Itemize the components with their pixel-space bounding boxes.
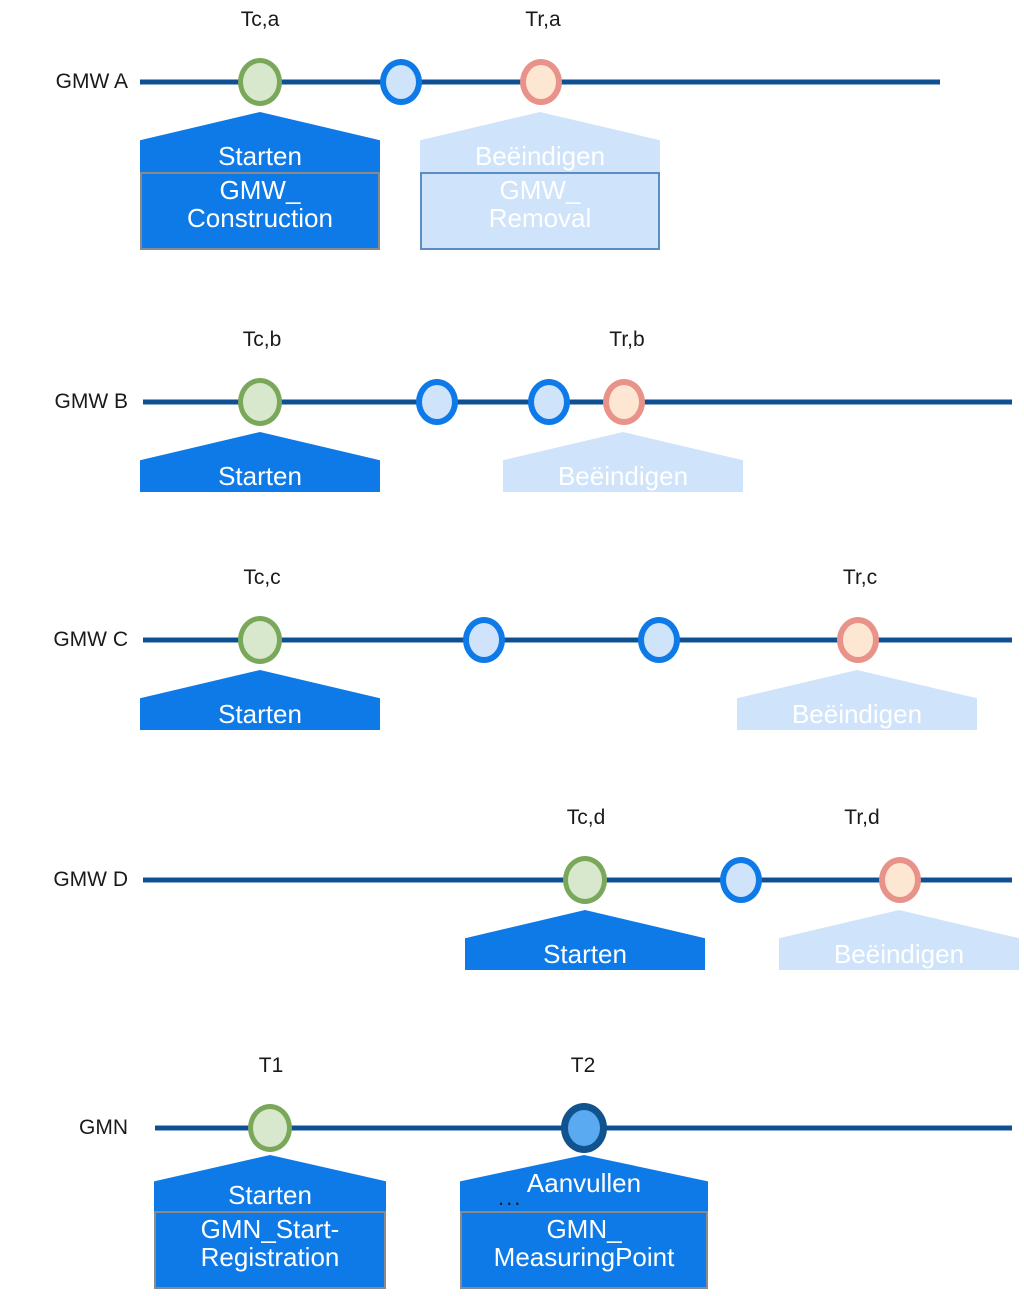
row-label-gmw-d: GMW D [53,868,128,891]
row-label-gmw-a: GMW A [55,70,128,93]
house-beeindigen-removal-gmw-a[interactable]: Beëindigen GMW_ Removal [420,112,660,250]
node-event-2-gmw-b[interactable] [528,379,570,425]
house-beeindigen-gmw-b[interactable]: Beëindigen [503,432,743,492]
node-start-gmn[interactable] [248,1104,292,1152]
house-body-label: GMN_ MeasuringPoint [460,1211,708,1289]
tick-label-tc-d: Tc,d [566,806,606,829]
house-roof-label: Beëindigen [474,140,606,171]
house-starten-construction-gmw-a[interactable]: Starten GMW_ Construction [140,112,380,250]
house-starten-gmw-d[interactable]: Starten [465,910,705,970]
house-roof-ellipsis: ... [498,1185,523,1210]
house-roof: Starten [140,432,380,492]
node-end-gmw-c[interactable] [837,617,879,663]
house-roof-label: Starten [228,1179,312,1210]
tick-label-tc-c: Tc,c [243,566,281,589]
node-end-gmw-a[interactable] [520,59,562,105]
node-end-gmw-d[interactable] [879,857,921,903]
house-roof-label: Beëindigen [791,698,923,729]
house-body-line-2: Removal [488,203,592,234]
node-fill-gmn[interactable] [561,1103,607,1153]
house-body-line-1: GMW_ [219,175,301,205]
house-aanvullen-measuringpoint-gmn[interactable]: Aanvullen ... GMN_ MeasuringPoint [460,1155,708,1289]
house-roof-label: Starten [543,938,627,969]
house-body-line-1: GMW_ [499,175,581,205]
house-roof: Beëindigen [503,432,743,492]
node-event-2-gmw-c[interactable] [638,617,680,663]
tick-label-tr-c: Tr,c [842,566,878,589]
tick-label-t1: T1 [258,1054,284,1077]
node-start-gmw-c[interactable] [238,616,282,664]
house-body-label: GMN_Start- Registration [154,1211,386,1289]
tick-label-tr-a: Tr,a [525,8,561,31]
house-roof-label: Aanvullen [526,1167,642,1198]
node-start-gmw-d[interactable] [563,856,607,904]
tick-label-tc-b: Tc,b [242,328,282,351]
house-roof: Starten [154,1155,386,1211]
node-event-1-gmw-b[interactable] [416,379,458,425]
node-event-1-gmw-a[interactable] [380,59,422,105]
house-body-line-1: GMN_Start- [200,1214,340,1244]
row-label-gmn: GMN [79,1116,128,1139]
house-body-label: GMW_ Construction [140,172,380,250]
timeline-row-gmw-a: GMW A Tc,a Tr,a Starten GMW_ Constructio… [0,0,1024,270]
axis-gmw-b [143,399,1012,405]
timeline-row-gmn: GMN T1 T2 Starten GMN_Start- Registratio… [0,1042,1024,1296]
row-label-gmw-c: GMW C [53,628,128,651]
house-beeindigen-gmw-d[interactable]: Beëindigen [779,910,1019,970]
house-roof: Beëindigen [779,910,1019,970]
timeline-row-gmw-c: GMW C Tc,c Tr,c Starten Beëindigen [0,558,1024,778]
house-roof: Starten [140,670,380,730]
tick-label-t2: T2 [570,1054,596,1077]
house-beeindigen-gmw-c[interactable]: Beëindigen [737,670,977,730]
house-roof: Starten [140,112,380,172]
house-roof-label: Beëindigen [557,460,689,491]
node-end-gmw-b[interactable] [603,379,645,425]
house-roof-label: Starten [218,140,302,171]
house-body-line-2: MeasuringPoint [493,1242,675,1273]
house-roof: Beëindigen [420,112,660,172]
house-starten-gmw-c[interactable]: Starten [140,670,380,730]
house-roof-label: Starten [218,460,302,491]
timeline-row-gmw-b: GMW B Tc,b Tr,b Starten Beëindigen [0,320,1024,540]
house-body-line-2: Registration [200,1242,340,1273]
node-event-1-gmw-d[interactable] [720,857,762,903]
house-body-line-2: Construction [187,203,333,234]
house-roof: Beëindigen [737,670,977,730]
tick-label-tr-b: Tr,b [609,328,645,351]
house-roof-label: Beëindigen [833,938,965,969]
node-start-gmw-b[interactable] [238,378,282,426]
house-roof: Aanvullen ... [460,1155,708,1211]
tick-label-tr-d: Tr,d [844,806,880,829]
house-roof: Starten [465,910,705,970]
house-starten-startregistration-gmn[interactable]: Starten GMN_Start- Registration [154,1155,386,1289]
house-body-line-1: GMN_ [546,1214,622,1244]
house-starten-gmw-b[interactable]: Starten [140,432,380,492]
house-roof-label: Starten [218,698,302,729]
tick-label-tc-a: Tc,a [240,8,280,31]
row-label-gmw-b: GMW B [54,390,129,413]
node-event-1-gmw-c[interactable] [463,617,505,663]
timeline-row-gmw-d: GMW D Tc,d Tr,d Starten Beëindigen [0,798,1024,1018]
house-body-label: GMW_ Removal [420,172,660,250]
node-start-gmw-a[interactable] [238,58,282,106]
axis-gmw-c [143,637,1012,643]
